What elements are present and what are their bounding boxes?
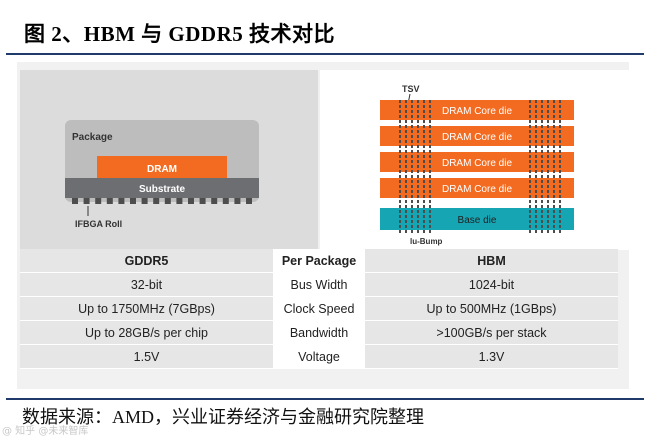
table-row: Up to 1750MHz (7GBps) Clock Speed Up to …	[20, 296, 618, 321]
gddr5-diagram-svg: Package DRAM Substrate IFBGA Roll	[65, 120, 259, 229]
metric-label: Bus Width	[273, 272, 365, 297]
solder-ball	[130, 198, 136, 204]
core-die-label: DRAM Core die	[442, 106, 512, 117]
header-per-package: Per Package	[273, 249, 365, 273]
core-die-label: DRAM Core die	[442, 184, 512, 195]
title-rule	[6, 53, 644, 55]
solder-ball	[246, 198, 252, 204]
solder-ball	[141, 198, 148, 204]
watermark: @ 知乎 @未来智库	[2, 426, 89, 437]
hbm-value: Up to 500MHz (1GBps)	[365, 296, 618, 321]
source-rule	[6, 398, 644, 400]
gddr5-value: Up to 28GB/s per chip	[20, 320, 273, 345]
core-die-label: DRAM Core die	[442, 132, 512, 143]
gddr5-diagram: Package DRAM Substrate IFBGA Roll	[20, 70, 318, 250]
header-gddr5: GDDR5	[20, 249, 273, 273]
solder-ball	[95, 198, 102, 204]
metric-label: Bandwidth	[273, 320, 365, 345]
tsv-columns	[399, 100, 561, 234]
solder-ball	[199, 198, 206, 204]
metric-label: Clock Speed	[273, 296, 365, 321]
table-row: Up to 28GB/s per chip Bandwidth >100GB/s…	[20, 320, 618, 345]
base-die-label: Base die	[458, 215, 497, 226]
hbm-value: 1024-bit	[365, 272, 618, 297]
comparison-table: GDDR5 Per Package HBM 32-bit Bus Width 1…	[20, 249, 618, 369]
substrate-label: Substrate	[139, 184, 186, 195]
figure-panel: Package DRAM Substrate IFBGA Roll TSV DR…	[17, 62, 629, 389]
dram-core-die	[380, 126, 574, 146]
solder-ball	[234, 198, 241, 204]
solder-ball	[211, 198, 218, 204]
header-hbm: HBM	[365, 249, 618, 273]
table-row: 1.5V Voltage 1.3V	[20, 344, 618, 369]
solder-ball	[118, 198, 125, 204]
gddr5-value: 32-bit	[20, 272, 273, 297]
solder-ball	[72, 198, 78, 204]
core-die-label: DRAM Core die	[442, 158, 512, 169]
gddr5-value: 1.5V	[20, 344, 273, 369]
dram-core-die	[380, 100, 574, 120]
table-header-row: GDDR5 Per Package HBM	[20, 249, 618, 273]
solder-ball	[188, 198, 194, 204]
solder-ball	[222, 198, 229, 204]
gddr5-value: Up to 1750MHz (7GBps)	[20, 296, 273, 321]
hbm-value: >100GB/s per stack	[365, 320, 618, 345]
dram-die	[97, 156, 227, 180]
figure-title: 图 2、HBM 与 GDDR5 技术对比	[24, 22, 335, 46]
substrate	[65, 178, 259, 198]
table-row: 32-bit Bus Width 1024-bit	[20, 272, 618, 297]
solder-ball	[153, 198, 160, 204]
source-note: 数据来源：AMD，兴业证券经济与金融研究院整理	[22, 407, 425, 427]
base-die	[380, 208, 574, 230]
solder-ball	[164, 198, 171, 204]
solder-ball	[176, 198, 183, 204]
dram-core-die	[380, 178, 574, 198]
solder-ball	[106, 198, 113, 204]
dram-label: DRAM	[147, 164, 177, 175]
solder-ball	[83, 198, 90, 204]
hbm-value: 1.3V	[365, 344, 618, 369]
dram-core-die	[380, 152, 574, 172]
metric-label: Voltage	[273, 344, 365, 369]
bump-label: lu-Bump	[410, 237, 443, 246]
solder-balls	[72, 198, 252, 204]
package-label: Package	[72, 132, 113, 143]
tsv-label: TSV	[402, 84, 420, 94]
ifbga-label: IFBGA Roll	[75, 219, 122, 229]
